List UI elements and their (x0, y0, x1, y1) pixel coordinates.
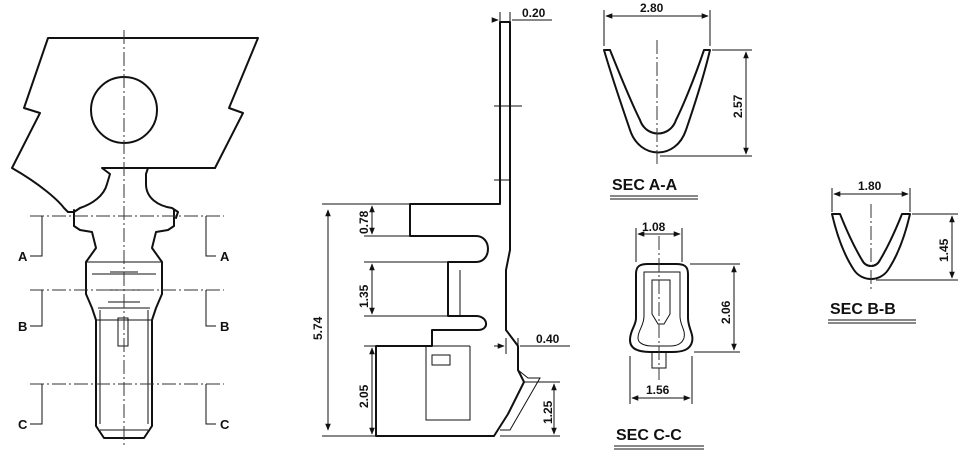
marker-c-right: C (220, 417, 230, 432)
dim-135: 1.35 (357, 284, 371, 308)
dim-078: 0.78 (357, 210, 371, 234)
dim-205: 2.05 (357, 384, 371, 408)
marker-b-right: B (220, 319, 229, 334)
sec-bb-label: SEC B-B (830, 301, 896, 318)
sec-cc-bottom-width: 1.56 (646, 383, 670, 397)
dim-total-height: 5.74 (311, 316, 325, 340)
dim-040: 0.40 (536, 332, 560, 346)
dim-125: 1.25 (541, 400, 555, 424)
carrier-strip-right (145, 167, 216, 219)
section-cc-outer (629, 263, 694, 353)
dim-thickness: 0.20 (522, 6, 546, 20)
section-bb-profile (831, 213, 911, 280)
marker-c-left: C (18, 417, 28, 432)
section-bb: 1.80 1.45 SEC B-B (828, 179, 958, 324)
sec-aa-height: 2.57 (731, 94, 745, 118)
center-slot (117, 317, 129, 347)
marker-a-right: A (220, 249, 230, 264)
front-view: A B C A B C (11, 30, 259, 446)
terminal-profile (375, 21, 525, 437)
sec-cc-label: SEC C-C (616, 427, 682, 444)
sec-cc-height: 2.06 (719, 300, 733, 324)
marker-a-left: A (18, 249, 28, 264)
carrier-strip (11, 37, 259, 213)
sec-bb-height: 1.45 (937, 238, 951, 262)
section-cc-inner (637, 271, 685, 347)
sec-aa-label: SEC A-A (612, 177, 678, 194)
section-cc: 1.08 1.56 2.06 SEC C-C (614, 220, 740, 450)
side-view: 0.20 5.74 0.78 1.35 2.05 0.40 1.25 (311, 6, 570, 437)
window (431, 354, 451, 366)
sec-cc-top-width: 1.08 (642, 220, 666, 234)
section-aa-profile (603, 49, 711, 154)
sec-bb-width: 1.80 (858, 179, 882, 193)
sec-aa-width: 2.80 (640, 1, 664, 15)
section-aa: 2.80 2.57 SEC A-A (603, 1, 752, 200)
marker-b-left: B (18, 319, 27, 334)
